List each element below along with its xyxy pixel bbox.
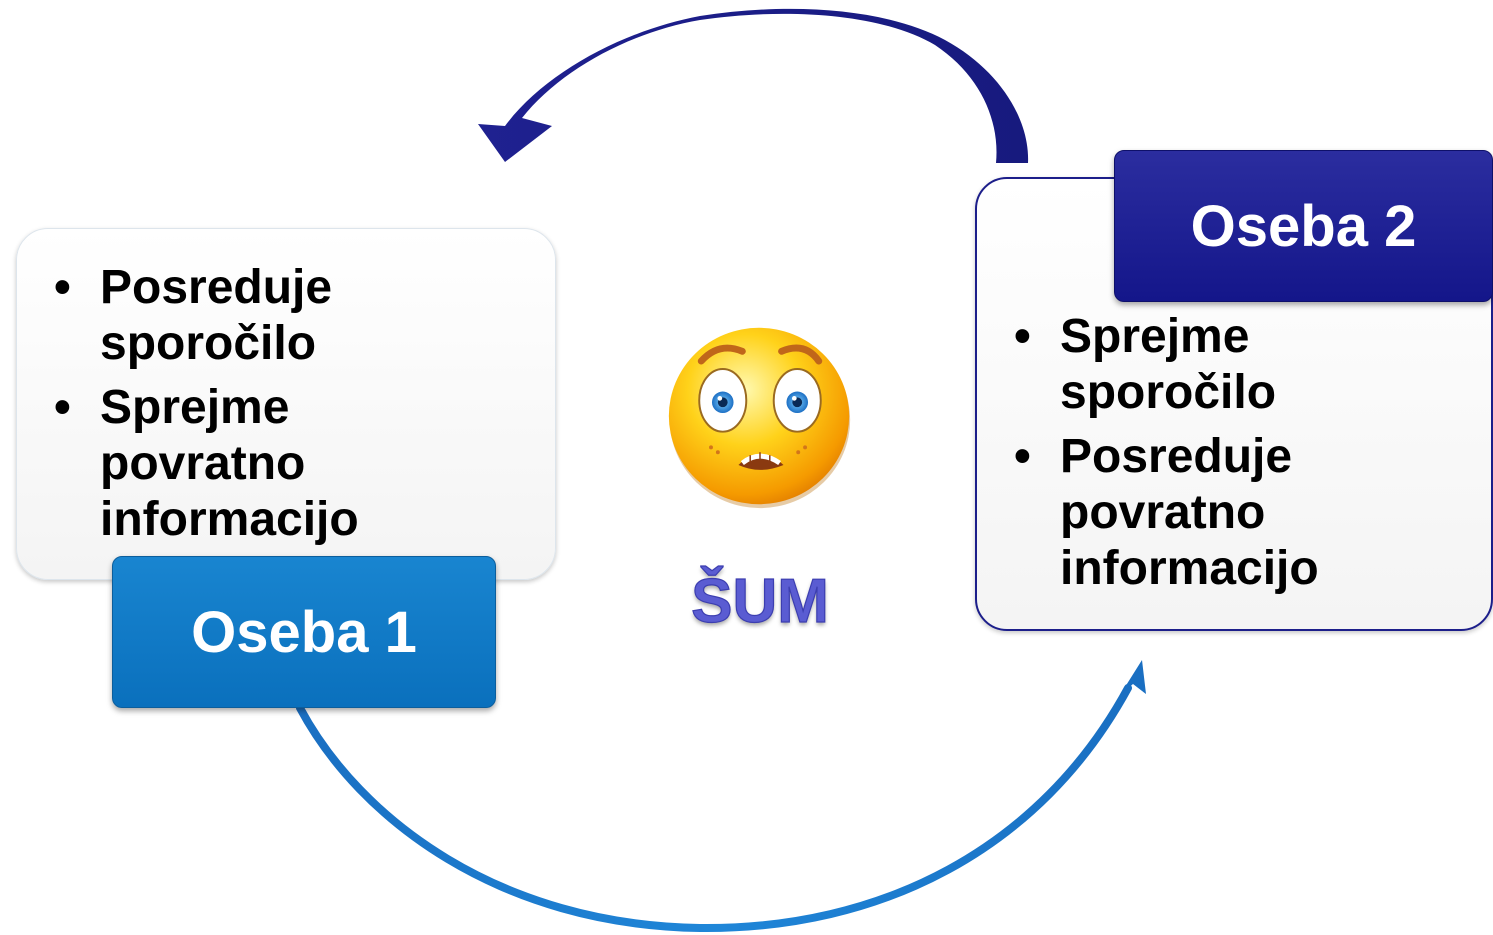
bullet-icon: • [1014, 430, 1031, 483]
list-item-line: sporočilo [100, 317, 317, 370]
bullet-icon: • [1014, 310, 1031, 363]
feedback-arrow [478, 8, 1029, 164]
list-item: • Sprejme sporočilo [976, 309, 1476, 421]
person-2-label: Oseba 2 [1114, 150, 1493, 302]
list-item-line: povratno [1060, 486, 1266, 539]
bullet-icon: • [54, 261, 71, 314]
list-item: • Posreduje sporočilo [16, 260, 536, 372]
bullet-icon: • [54, 381, 71, 434]
list-item-line: Sprejme [100, 381, 290, 434]
noise-label: ŠUM [691, 566, 830, 636]
scared-face-icon [668, 327, 851, 509]
list-item-line: informacijo [100, 493, 359, 546]
message-arrow [296, 660, 1146, 933]
list-item: • Posreduje povratno informacijo [976, 429, 1476, 597]
list-item-line: sporočilo [1060, 366, 1277, 419]
list-item-line: informacijo [1060, 542, 1319, 595]
list-item-line: Posreduje [100, 261, 333, 314]
person-1-label: Oseba 1 [112, 556, 496, 708]
list-item: • Sprejme povratno informacijo [16, 380, 536, 548]
person-1-card [16, 228, 556, 580]
person-2-list: • Sprejme sporočilo • Posreduje povratno… [976, 309, 1476, 605]
list-item-line: Posreduje [1060, 430, 1293, 483]
person-1-list: • Posreduje sporočilo • Sprejme povratno… [16, 260, 536, 556]
list-item-line: Sprejme [1060, 310, 1250, 363]
list-item-line: povratno [100, 437, 306, 490]
